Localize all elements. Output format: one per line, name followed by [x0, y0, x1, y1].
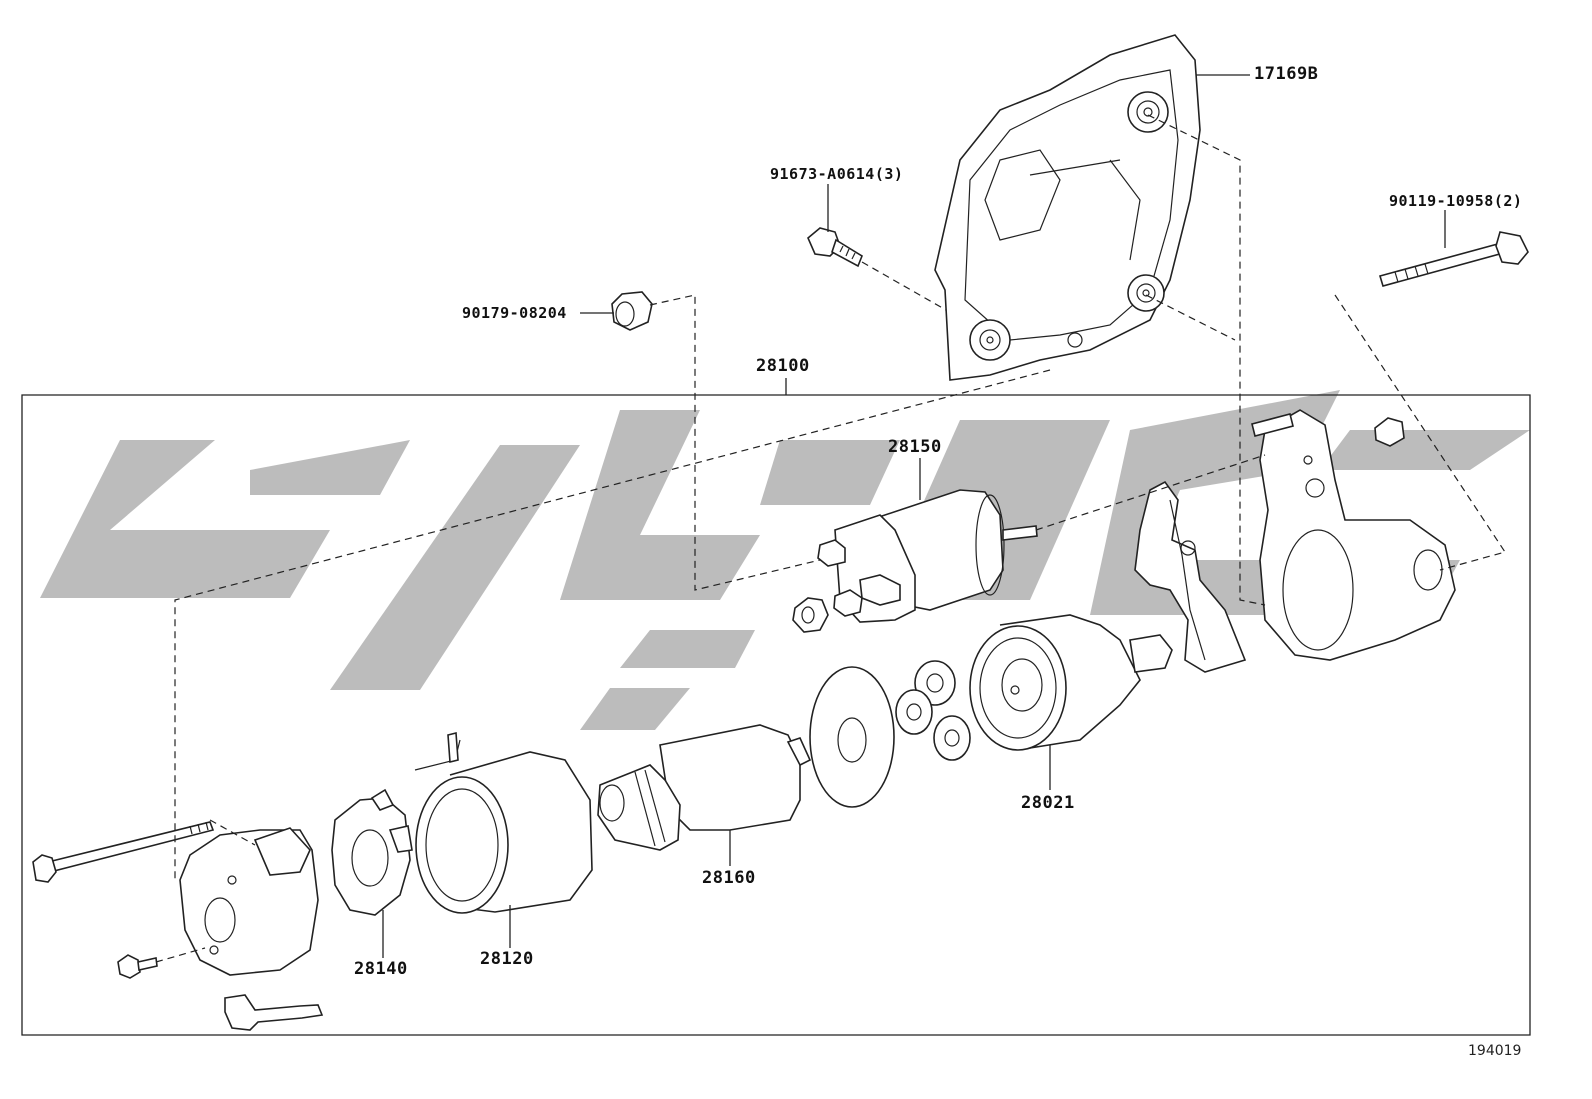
gear-plate: [810, 667, 894, 807]
commutator-end-frame: [180, 828, 318, 975]
armature-28160: [598, 725, 810, 850]
long-bolt-90119: [1380, 232, 1528, 286]
part-label-28150: 28150: [888, 437, 942, 457]
part-label-91673: 91673-A0614(3): [770, 165, 904, 183]
assembly-frame-28100: [22, 378, 1530, 1035]
part-label-28120: 28120: [480, 949, 534, 969]
part-label-90179: 90179-08204: [462, 304, 567, 322]
drive-housing: [1252, 410, 1455, 660]
part-label-28160: 28160: [702, 868, 756, 888]
solenoid-switch-28150: [793, 490, 1037, 632]
nut-90179: [612, 292, 652, 330]
part-label-28100: 28100: [756, 356, 810, 376]
through-bolt: [33, 822, 213, 882]
part-label-28140: 28140: [354, 959, 408, 979]
clutch-assembly-28021: [970, 615, 1172, 750]
drive-lever: [1135, 482, 1245, 672]
bolt-91673: [808, 228, 862, 266]
leader-lines: [383, 75, 1445, 958]
alignment-lines: [156, 115, 1505, 962]
part-label-90119: 90119-10958(2): [1389, 192, 1523, 210]
yoke-28120: [415, 733, 592, 913]
brush-holder-28140: [332, 790, 412, 915]
heat-shield-plate-17169B: [935, 35, 1200, 380]
planetary-gears: [896, 661, 970, 760]
lead-wire: [225, 995, 322, 1030]
diagram-reference-number: 194019: [1468, 1043, 1522, 1059]
screw: [118, 955, 157, 978]
part-label-28021: 28021: [1021, 793, 1075, 813]
part-label-17169B: 17169B: [1254, 64, 1319, 84]
